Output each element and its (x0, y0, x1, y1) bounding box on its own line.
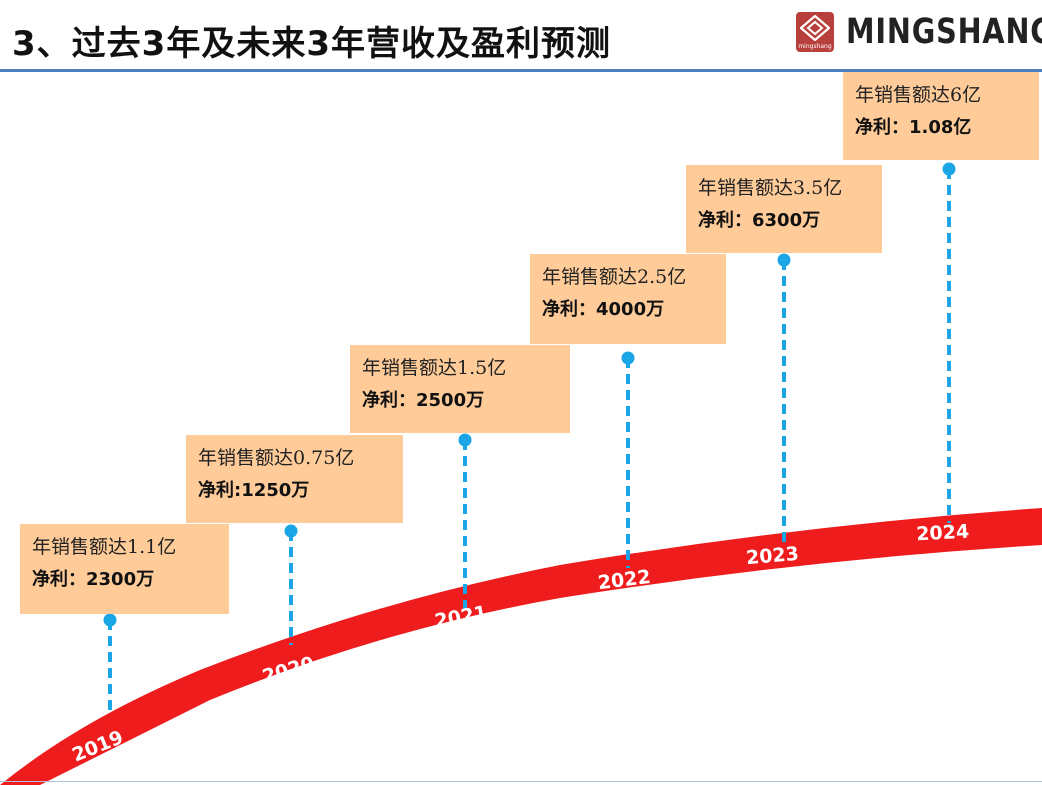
header-divider (0, 69, 1042, 72)
sales-text: 年销售额达3.5亿 (698, 177, 843, 199)
connector-dot-2019 (103, 613, 117, 627)
milestone-box-2021: 年销售额达1.5亿净利：2500万 (350, 345, 570, 433)
milestone-box-2020: 年销售额达0.75亿净利:1250万 (186, 435, 403, 523)
logo-icon: mingshang (796, 12, 834, 52)
profit-text: 净利：6300万 (698, 210, 821, 231)
connector-dot-2020 (284, 524, 298, 538)
connector-dot-2022 (621, 351, 635, 365)
timeline-band (0, 508, 1042, 785)
profit-text: 净利：2300万 (32, 569, 155, 590)
logo-sub-text: mingshang (798, 43, 832, 50)
sales-text: 年销售额达1.1亿 (32, 536, 177, 558)
milestone-box-2023: 年销售额达3.5亿净利：6300万 (686, 165, 882, 253)
brand-name: MINGSHANG (846, 12, 1042, 52)
connector-dot-2024 (942, 162, 956, 176)
year-label-2024: 2024 (916, 521, 970, 546)
sales-text: 年销售额达1.5亿 (362, 357, 507, 379)
milestone-box-2024: 年销售额达6亿净利：1.08亿 (843, 72, 1039, 160)
profit-text: 净利:1250万 (198, 480, 310, 501)
sales-text: 年销售额达0.75亿 (198, 447, 355, 469)
profit-text: 净利：4000万 (542, 299, 665, 320)
profit-text: 净利：1.08亿 (855, 117, 972, 138)
page-title: 3、过去3年及未来3年营收及盈利预测 (12, 24, 611, 64)
milestone-box-2019: 年销售额达1.1亿净利：2300万 (20, 524, 229, 614)
milestone-box-2022: 年销售额达2.5亿净利：4000万 (530, 254, 726, 344)
sales-text: 年销售额达6亿 (855, 84, 982, 106)
bottom-divider (0, 781, 1042, 782)
profit-text: 净利：2500万 (362, 390, 485, 411)
connector-dot-2023 (777, 253, 791, 267)
sales-text: 年销售额达2.5亿 (542, 266, 687, 288)
connector-dot-2021 (458, 433, 472, 447)
year-label-2023: 2023 (745, 543, 800, 570)
